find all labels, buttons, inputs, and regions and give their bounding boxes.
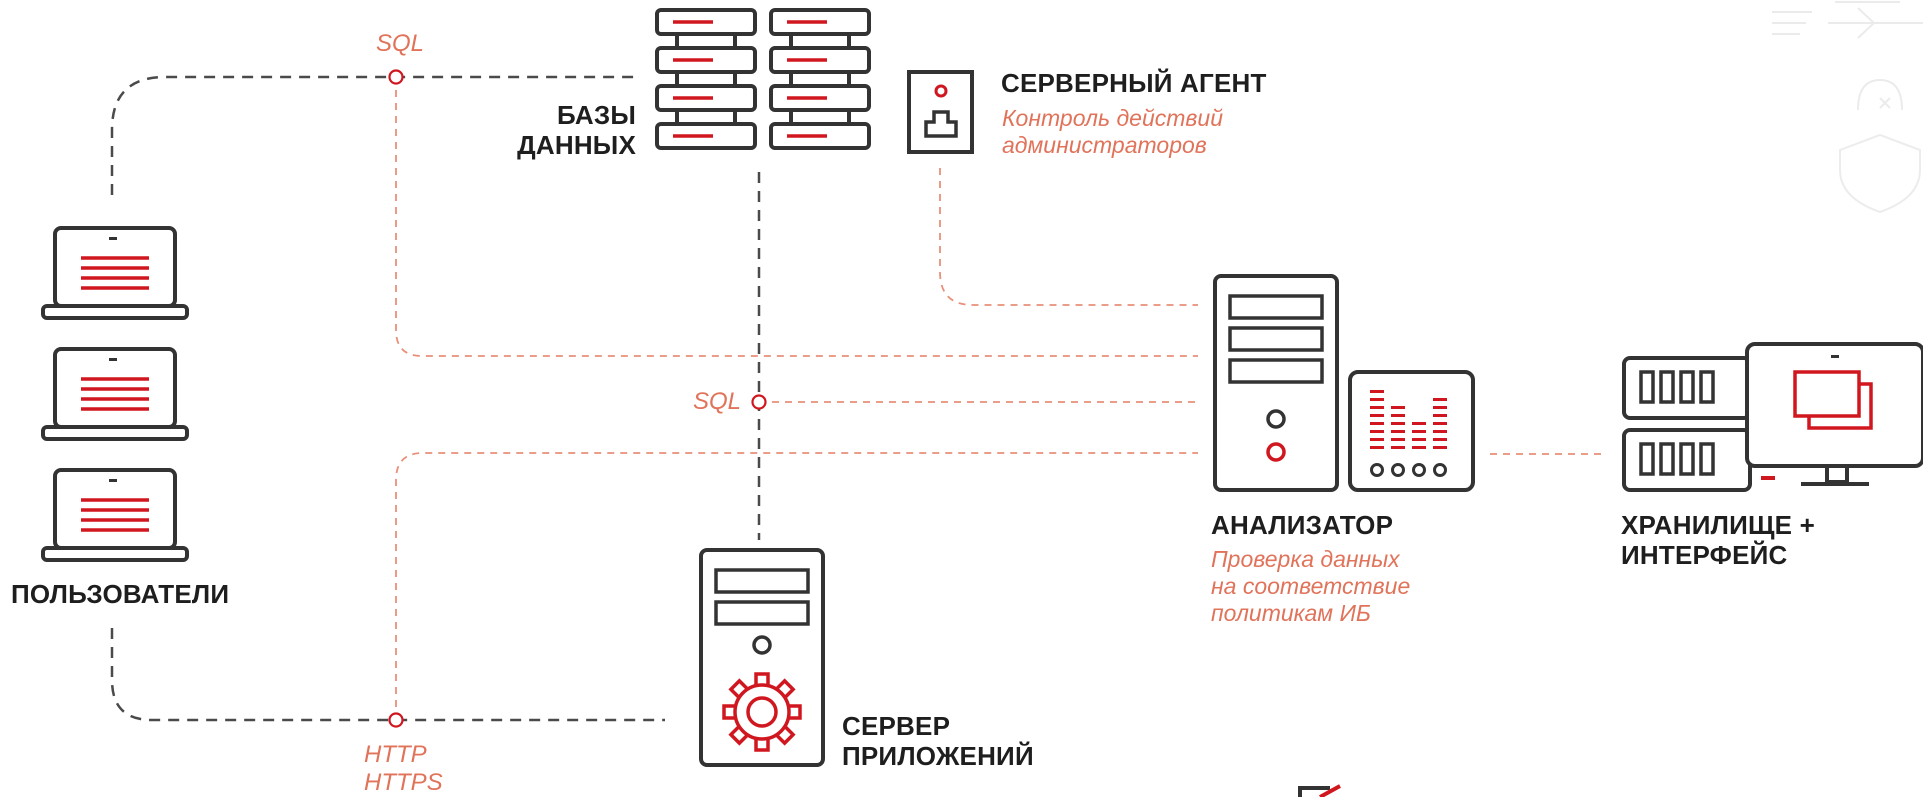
desktop-monitor-icon <box>1745 342 1923 486</box>
analyzer-subtitle: Проверка данных на соответствие политика… <box>1211 546 1410 627</box>
server-agent-subtitle-line2: администраторов <box>1002 132 1207 158</box>
app-server-icon <box>699 548 825 767</box>
analyzer-subtitle-line3: политикам ИБ <box>1211 600 1371 626</box>
tap-point-sql-middle <box>751 394 767 410</box>
db-stack-right <box>769 8 871 150</box>
users-group <box>41 226 189 562</box>
agent-analyzer-line <box>939 168 1198 306</box>
app-server-label-line1: СЕРВЕР <box>842 711 951 741</box>
analyzer-subtitle-line2: на соответствие <box>1211 573 1411 599</box>
storage-server-icon <box>1622 356 1775 492</box>
background-decoration <box>1772 1 1923 214</box>
gear-icon <box>722 672 802 752</box>
sql-top-label: SQL <box>376 30 425 57</box>
http-label-line1: HTTP <box>364 741 427 768</box>
app-server-label: СЕРВЕР ПРИЛОЖЕНИЙ <box>842 711 1034 771</box>
connections <box>110 75 1602 722</box>
https-label-line2: HTTPS <box>364 769 443 796</box>
lines-icon <box>1772 11 1812 35</box>
databases-label-line2: ДАННЫХ <box>517 130 636 160</box>
analyzer-label: АНАЛИЗАТОР <box>1211 510 1394 540</box>
storage-label: ХРАНИЛИЩЕ + ИНТЕРФЕЙС <box>1621 510 1815 570</box>
equalizer-monitor-icon <box>1348 370 1475 492</box>
users-label: ПОЛЬЗОВАТЕЛИ <box>11 579 230 609</box>
server-agent-icon <box>907 70 974 154</box>
sql-middle-label: SQL <box>693 388 742 415</box>
storage-label-line2: ИНТЕРФЕЙС <box>1621 540 1788 570</box>
http-mirror-line <box>395 452 1198 720</box>
arrow-right-icon <box>1828 1 1923 39</box>
checkbox-icon <box>1298 784 1341 797</box>
laptop-icon <box>41 226 189 320</box>
sql-mirror-line <box>395 77 1198 357</box>
tap-points <box>388 69 767 728</box>
laptop-icon <box>41 468 189 562</box>
db-stack-left <box>655 8 757 150</box>
analyzer-subtitle-line1: Проверка данных <box>1211 546 1400 572</box>
app-server-label-line2: ПРИЛОЖЕНИЙ <box>842 741 1034 771</box>
databases-label-line1: БАЗЫ <box>556 100 636 130</box>
storage-label-line1: ХРАНИЛИЩЕ + <box>1621 510 1816 540</box>
http-label: HTTP HTTPS <box>364 741 443 797</box>
laptop-icon <box>41 347 189 441</box>
server-agent-subtitle: Контроль действий администраторов <box>1002 105 1223 159</box>
tap-point-sql-top <box>388 69 404 85</box>
users-app-connection <box>110 628 665 722</box>
shield-icon <box>1839 78 1921 214</box>
tap-point-http <box>388 712 404 728</box>
server-agent-label: СЕРВЕРНЫЙ АГЕНТ <box>1001 68 1267 98</box>
database-server-icon <box>655 8 871 150</box>
server-agent-subtitle-line1: Контроль действий <box>1002 105 1223 131</box>
tower-server-icon <box>1213 274 1339 492</box>
databases-label: БАЗЫ ДАННЫХ <box>480 100 636 160</box>
